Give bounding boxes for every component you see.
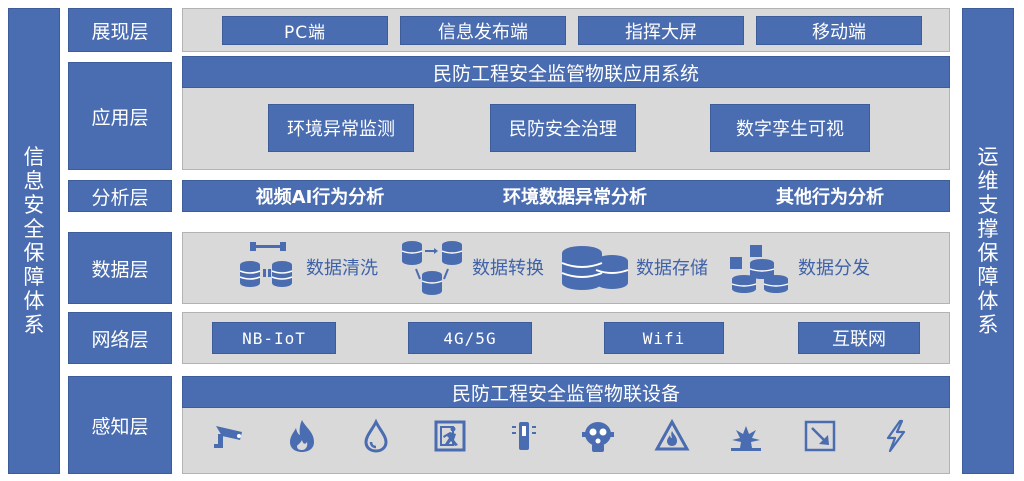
water-drop-icon — [356, 416, 396, 456]
data-item-conversion: 数据转换 — [400, 236, 544, 298]
app-item-digital-twin: 数字孪生可视 — [710, 104, 870, 152]
application-system-title: 民防工程安全监管物联应用系统 — [182, 56, 950, 88]
layer-label-application: 应用层 — [68, 62, 172, 170]
analysis-item-other: 其他行为分析 — [776, 187, 884, 208]
data-conversion-icon — [401, 241, 463, 295]
fire-icon — [282, 416, 322, 456]
network-item-4g5g: 4G/5G — [408, 322, 532, 354]
data-cleaning-label: 数据清洗 — [306, 258, 378, 279]
layer-label-network: 网络层 — [68, 312, 172, 364]
explosion-icon — [726, 416, 766, 456]
lightning-icon — [876, 416, 916, 456]
data-item-cleaning: 数据清洗 — [236, 236, 378, 298]
presentation-item-big-screen: 指挥大屏 — [578, 16, 744, 45]
emergency-exit-icon — [430, 416, 470, 456]
data-distribution-label: 数据分发 — [798, 258, 870, 279]
info-security-system-bar: 信息安全保障体系 — [8, 8, 60, 474]
data-conversion-label: 数据转换 — [472, 258, 544, 279]
app-item-env-monitor: 环境异常监测 — [268, 104, 414, 152]
data-cleaning-icon — [239, 242, 293, 287]
layer-label-data: 数据层 — [68, 232, 172, 304]
data-distribution-icon — [730, 245, 789, 293]
data-storage-label: 数据存储 — [636, 258, 708, 279]
layer-label-presentation: 展现层 — [68, 8, 172, 52]
presentation-item-mobile: 移动端 — [756, 16, 922, 45]
network-item-wifi: Wifi — [604, 322, 724, 354]
info-security-system-label: 信息安全保障体系 — [23, 145, 45, 337]
presentation-item-publish: 信息发布端 — [400, 16, 566, 45]
data-item-storage: 数据存储 — [560, 236, 708, 298]
ops-support-system-label: 运维支撑保障体系 — [977, 145, 999, 337]
thermometer-icon — [504, 416, 544, 456]
gas-mask-icon — [578, 416, 618, 456]
layer-label-perception: 感知层 — [68, 376, 172, 474]
data-item-distribution: 数据分发 — [726, 236, 870, 298]
data-storage-icon — [561, 246, 629, 290]
network-item-internet: 互联网 — [798, 322, 920, 354]
analysis-bar — [182, 180, 950, 212]
door-sensor-icon — [800, 416, 840, 456]
perception-devices-title: 民防工程安全监管物联设备 — [182, 376, 950, 408]
analysis-item-env-data: 环境数据异常分析 — [503, 187, 647, 208]
presentation-item-pc: PC端 — [222, 16, 388, 45]
analysis-item-video-ai: 视频AI行为分析 — [255, 187, 385, 208]
ops-support-system-bar: 运维支撑保障体系 — [962, 8, 1014, 474]
network-item-nbiot: NB-IoT — [212, 322, 336, 354]
layer-label-analysis: 分析层 — [68, 180, 172, 212]
warning-flame-icon — [652, 416, 692, 456]
app-item-safety-governance: 民防安全治理 — [490, 104, 636, 152]
camera-icon — [208, 416, 248, 456]
